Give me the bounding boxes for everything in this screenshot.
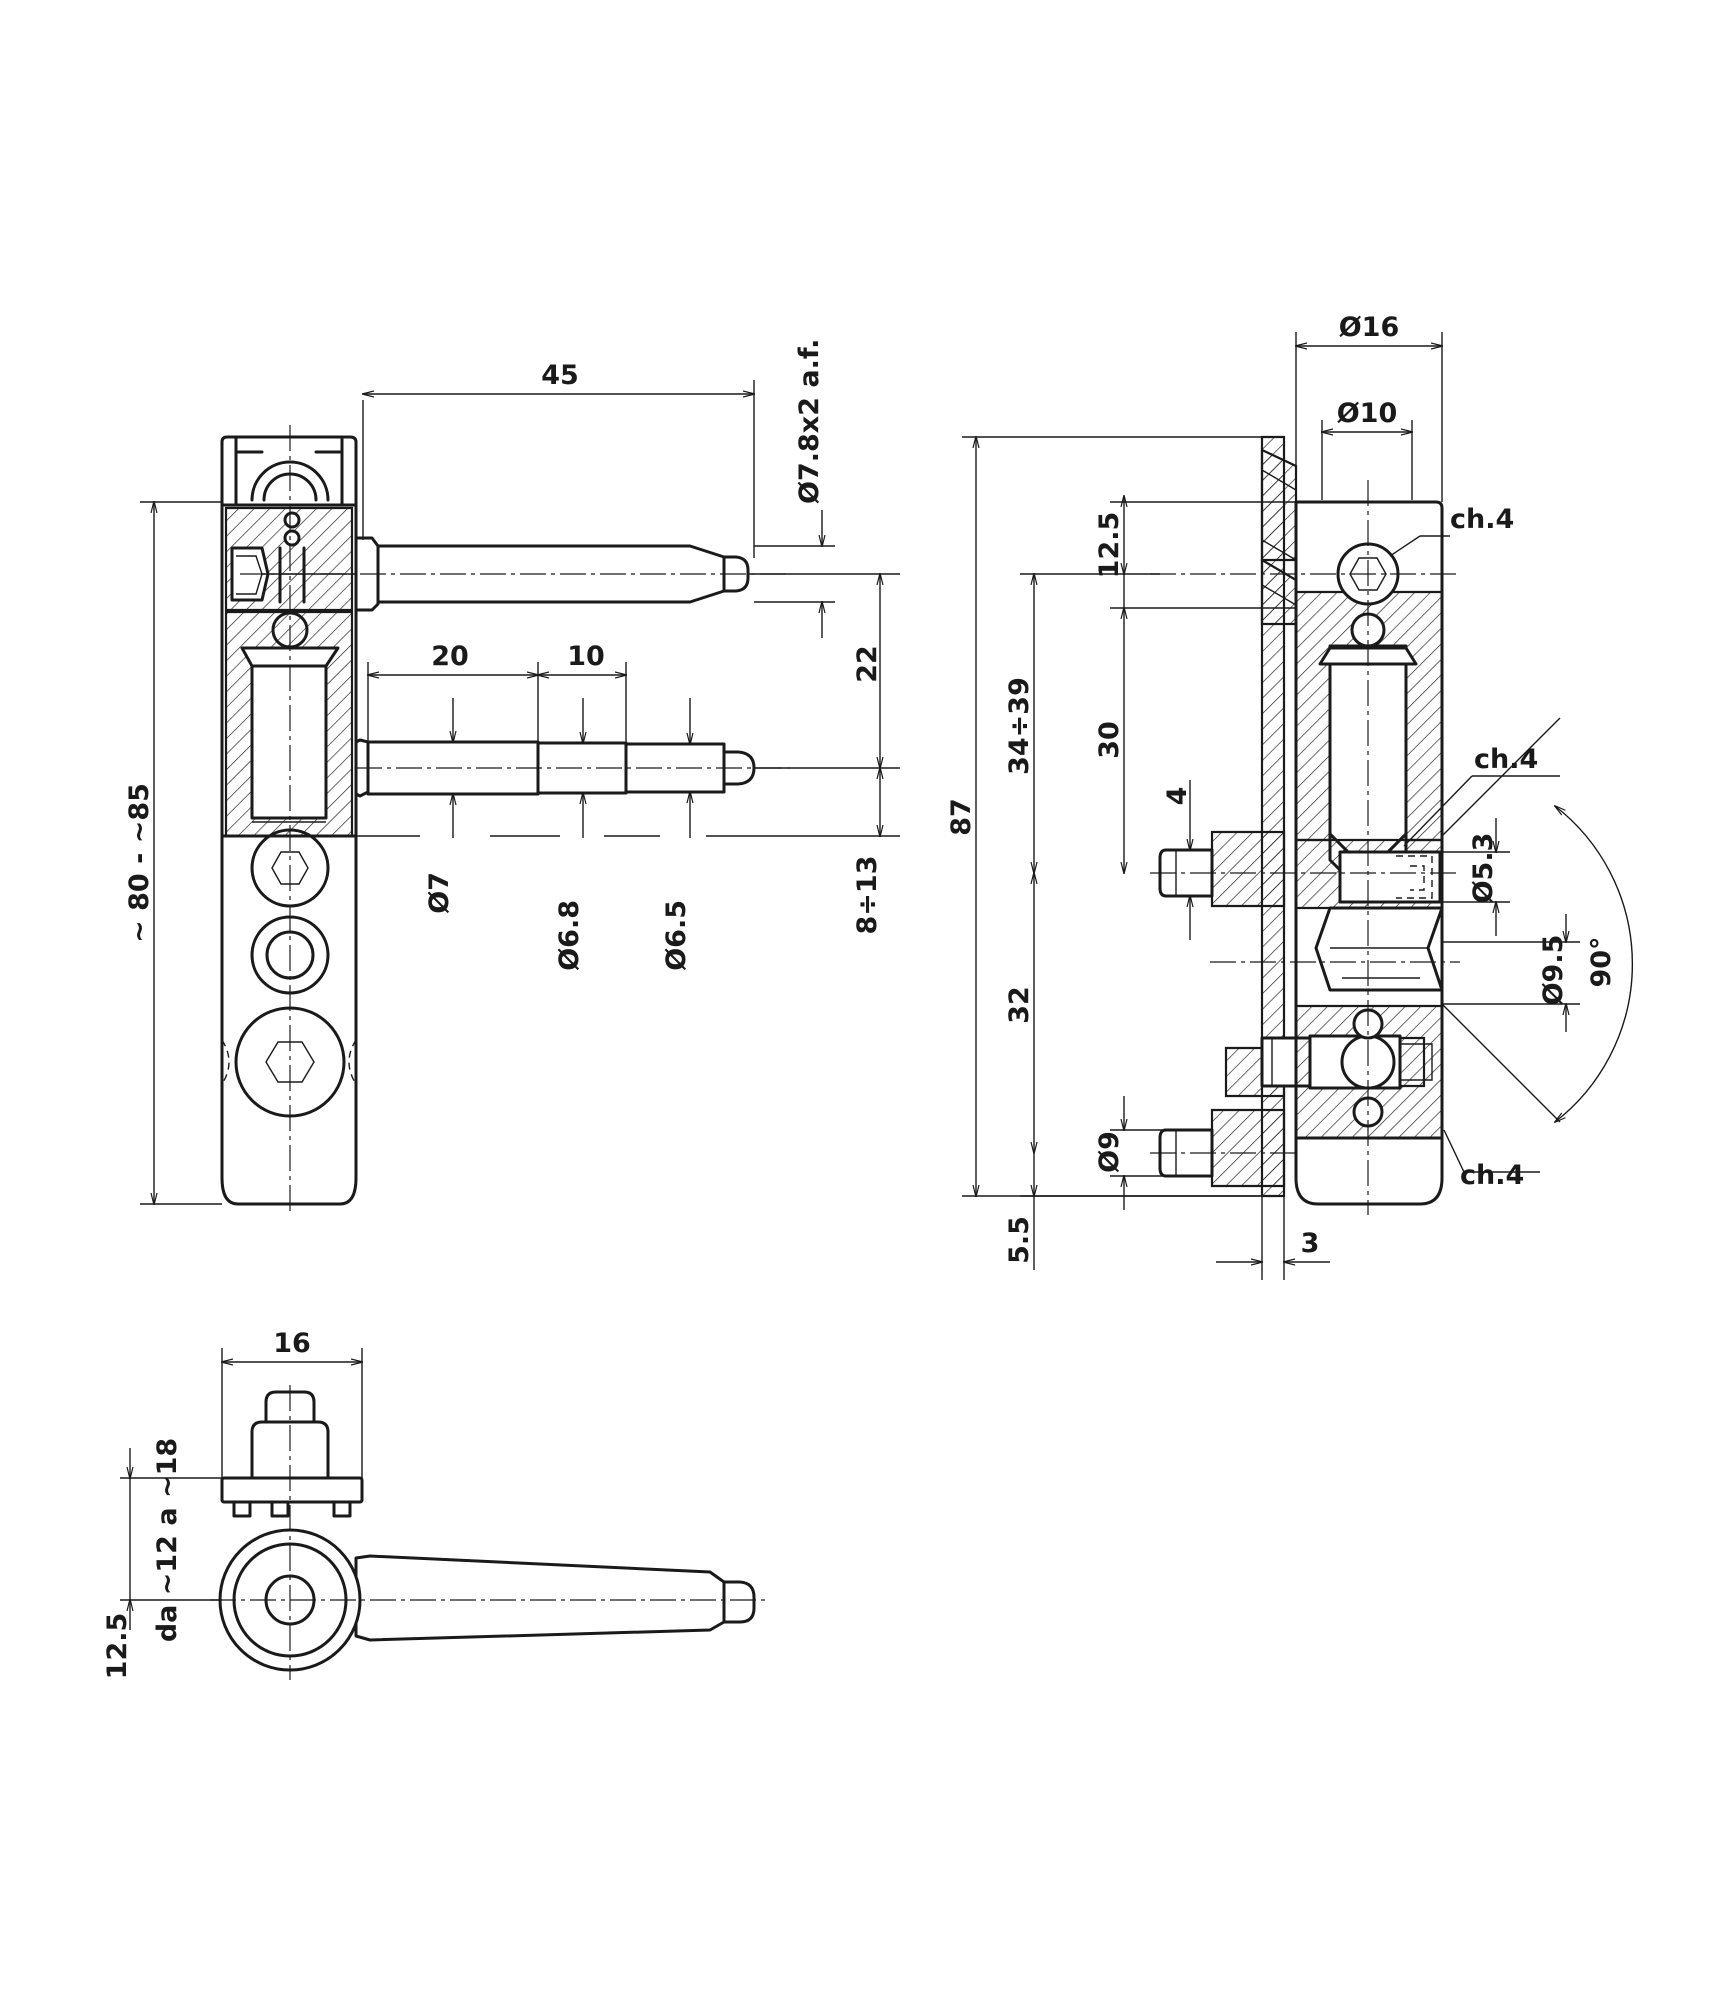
dim-dia-6-5: Ø6.5 xyxy=(661,900,692,971)
dim-32: 32 xyxy=(1004,986,1035,1024)
dim-da-12-a-18: da ~12 a ~18 xyxy=(152,1438,183,1642)
top-view: 16 da ~12 a ~18 12.5 xyxy=(102,1328,770,1680)
dim-dia-10: Ø10 xyxy=(1337,398,1398,429)
dim-ch4-top: ch.4 xyxy=(1450,504,1514,535)
dim-8-13: 8÷13 xyxy=(852,856,883,935)
dim-3: 3 xyxy=(1301,1228,1320,1259)
dim-5-5: 5.5 xyxy=(1004,1216,1035,1264)
dim-34-39: 34÷39 xyxy=(1004,677,1035,775)
dim-45: 45 xyxy=(541,360,579,391)
dim-dia-6-8: Ø6.8 xyxy=(554,900,585,971)
side-section-view: Ø16 Ø10 ch.4 87 12.5 34÷39 30 4 xyxy=(946,312,1633,1280)
dim-dia-7: Ø7 xyxy=(424,872,455,914)
dim-top-12-5: 12.5 xyxy=(102,1613,133,1680)
dim-80-85: ~ 80 - ~85 xyxy=(124,783,155,943)
dim-ch4-mid: ch.4 xyxy=(1474,744,1538,775)
dim-20: 20 xyxy=(431,641,469,672)
dim-side-12-5: 12.5 xyxy=(1094,512,1125,579)
dim-ch4-bottom: ch.4 xyxy=(1460,1160,1524,1191)
dim-angle-90: 90° xyxy=(1586,936,1617,987)
dim-30: 30 xyxy=(1094,721,1125,759)
dim-dia-5-3: Ø5.3 xyxy=(1468,833,1499,904)
dim-10: 10 xyxy=(567,641,605,672)
dim-4: 4 xyxy=(1162,787,1193,806)
dim-top-16: 16 xyxy=(273,1328,311,1359)
front-view: 45 Ø7.8x2 a.f. 20 10 Ø7 Ø6.8 Ø6.5 xyxy=(124,339,900,1215)
dim-dia-7-8-af: Ø7.8x2 a.f. xyxy=(794,339,825,504)
dim-87: 87 xyxy=(946,798,977,836)
dim-dia-16: Ø16 xyxy=(1339,312,1400,343)
dim-dia-9-5: Ø9.5 xyxy=(1538,935,1569,1006)
dim-22: 22 xyxy=(852,645,883,683)
dim-dia-9: Ø9 xyxy=(1094,1131,1125,1173)
